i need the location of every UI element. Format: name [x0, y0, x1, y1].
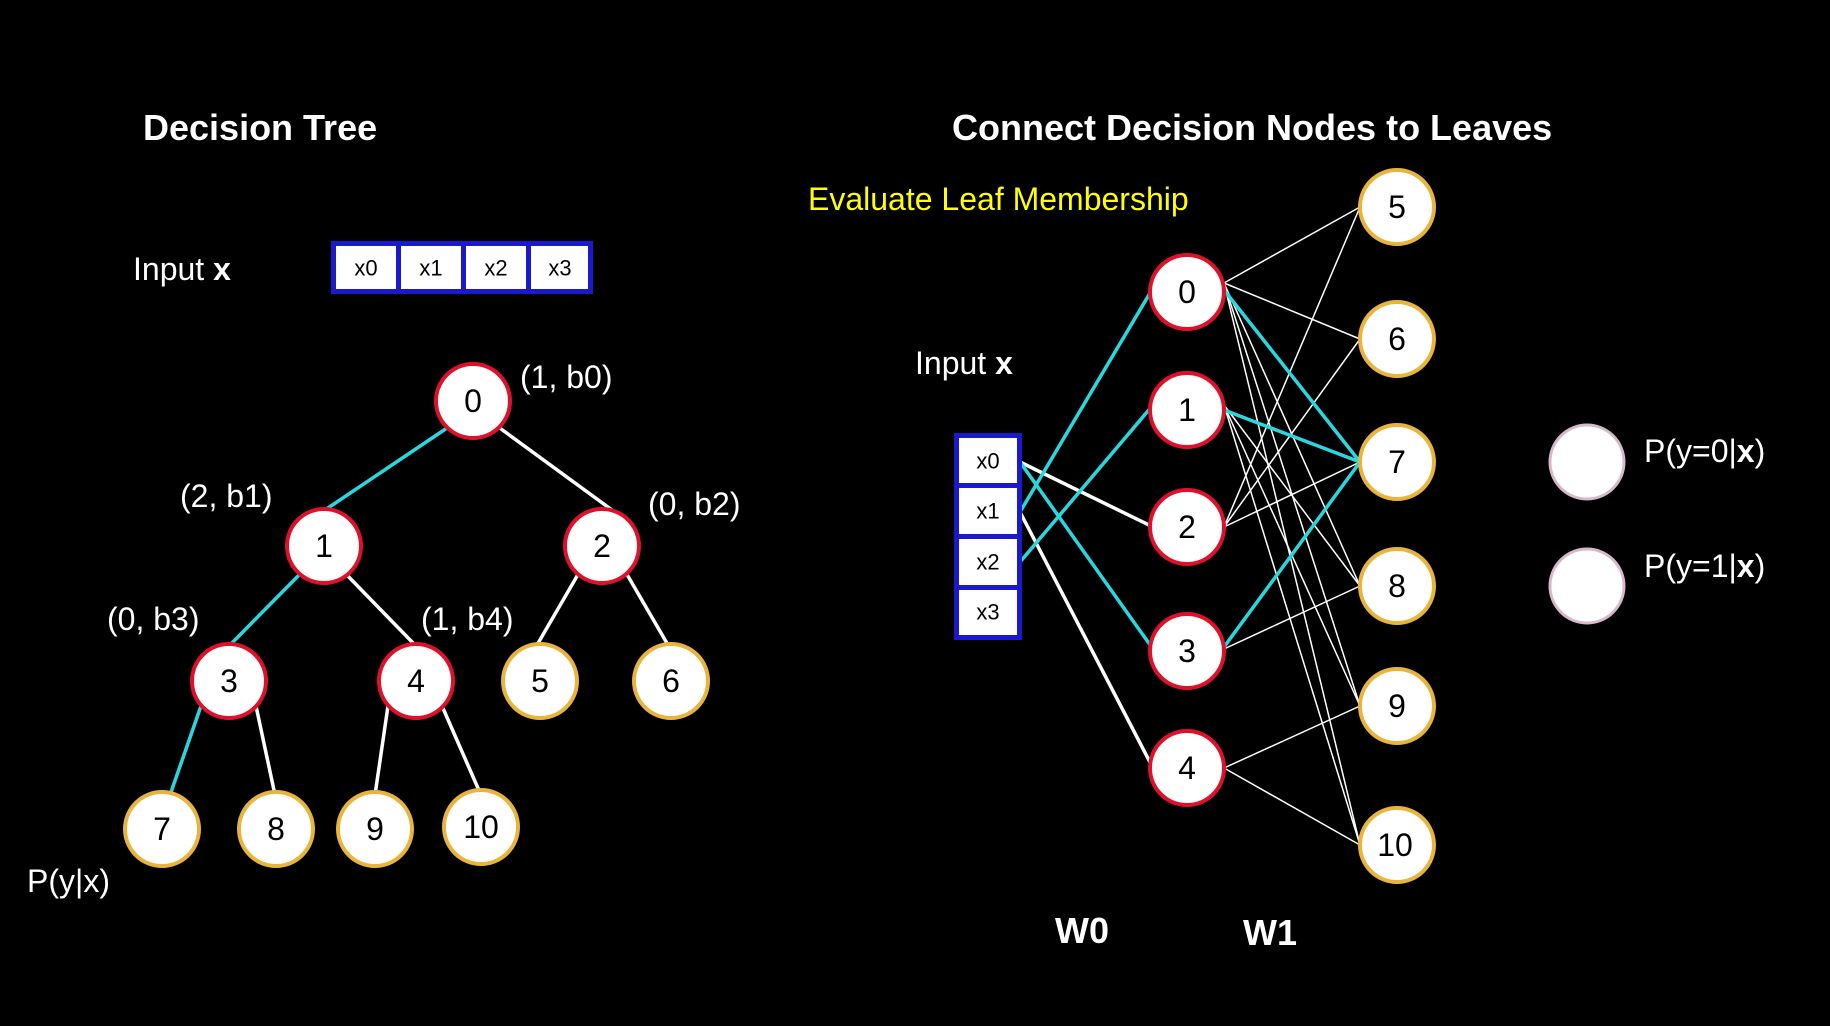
svg-text:7: 7	[1388, 444, 1406, 480]
svg-text:8: 8	[267, 811, 285, 847]
right-input-cell: x1	[976, 499, 999, 524]
tree-node-4-param: (1, b4)	[421, 601, 513, 637]
tree-edge-2-6	[623, 570, 670, 646]
right-title: Connect Decision Nodes to Leaves	[952, 107, 1552, 148]
tree-edge-4-10	[440, 705, 483, 796]
svg-text:4: 4	[1178, 750, 1196, 786]
svg-text:5: 5	[531, 663, 549, 699]
leaf-probability-label: P(y|x)	[27, 863, 110, 899]
right-subtitle: Evaluate Leaf Membership	[808, 181, 1189, 217]
tree-edge-3-8	[254, 705, 277, 796]
tree-edge-4-9	[373, 705, 390, 796]
svg-text:3: 3	[220, 663, 238, 699]
tree-node-0: 0	[434, 362, 512, 440]
tree-edge-2-5	[535, 570, 582, 646]
right-input-vector: x0 x1 x2 x3	[954, 433, 1022, 640]
w1-label: W1	[1243, 912, 1297, 953]
tree-node-0-param: (1, b0)	[520, 359, 612, 395]
svg-text:2: 2	[1178, 509, 1196, 545]
svg-text:9: 9	[366, 811, 384, 847]
tree-node-2-param: (0, b2)	[648, 486, 740, 522]
tree-edges	[168, 424, 670, 796]
legend-item-class-0: P(y=0|x)	[1548, 423, 1765, 501]
right-input-label: Input x	[915, 345, 1013, 381]
tree-node-4: 4	[377, 642, 455, 720]
w1-edges	[1223, 206, 1361, 846]
svg-text:6: 6	[662, 663, 680, 699]
tree-node-1: 1	[285, 507, 363, 585]
left-input-cell: x3	[548, 256, 571, 281]
tree-edge-0-1	[324, 424, 451, 512]
tree-leaf-5: 5	[501, 642, 579, 720]
tree-node-3: 3	[190, 642, 268, 720]
svg-text:6: 6	[1388, 321, 1406, 357]
net-decision-node-2: 2	[1148, 488, 1226, 566]
svg-text:1: 1	[315, 528, 333, 564]
tree-leaf-7: 7	[123, 790, 201, 868]
tree-leaf-10: 10	[442, 788, 520, 866]
tree-edge-1-4	[341, 569, 417, 647]
net-decision-node-1: 1	[1148, 371, 1226, 449]
tree-node-1-param: (2, b1)	[180, 478, 272, 514]
tree-leaf-8: 8	[237, 790, 315, 868]
svg-text:10: 10	[1377, 827, 1413, 863]
svg-text:9: 9	[1388, 688, 1406, 724]
left-input-vector: x0 x1 x2 x3	[331, 241, 593, 294]
svg-text:P(y=0|x): P(y=0|x)	[1644, 433, 1765, 469]
right-input-cell: x2	[976, 550, 999, 575]
svg-text:8: 8	[1388, 568, 1406, 604]
tree-edge-0-2	[495, 424, 614, 512]
svg-text:4: 4	[407, 663, 425, 699]
svg-text:0: 0	[464, 383, 482, 419]
svg-text:0: 0	[1178, 274, 1196, 310]
svg-text:5: 5	[1388, 189, 1406, 225]
net-decision-node-4: 4	[1148, 729, 1226, 807]
tree-leaf-6: 6	[632, 642, 710, 720]
right-input-cell: x3	[976, 600, 999, 625]
legend-item-class-1: P(y=1|x)	[1548, 547, 1765, 625]
net-decision-node-0: 0	[1148, 253, 1226, 331]
net-leaf-node-6: 6	[1358, 300, 1436, 378]
tree-edge-1-3	[228, 569, 305, 647]
svg-text:P(y=1|x): P(y=1|x)	[1644, 548, 1765, 584]
left-input-label: Input x	[133, 251, 231, 287]
svg-text:7: 7	[153, 811, 171, 847]
net-leaf-node-5: 5	[1358, 168, 1436, 246]
svg-text:10: 10	[463, 809, 499, 845]
left-title: Decision Tree	[143, 107, 377, 148]
svg-text:2: 2	[593, 528, 611, 564]
net-leaf-node-7: 7	[1358, 423, 1436, 501]
left-input-cell: x1	[419, 256, 442, 281]
net-decision-node-3: 3	[1148, 612, 1226, 690]
w0-label: W0	[1055, 910, 1109, 951]
w1-active-edges	[1222, 288, 1362, 649]
tree-node-3-param: (0, b3)	[107, 601, 199, 637]
net-leaf-node-9: 9	[1358, 667, 1436, 745]
tree-node-2: 2	[563, 507, 641, 585]
net-leaf-node-8: 8	[1358, 547, 1436, 625]
tree-edge-3-7	[168, 705, 203, 796]
svg-text:1: 1	[1178, 392, 1196, 428]
left-input-cell: x2	[484, 256, 507, 281]
net-leaf-node-10: 10	[1358, 806, 1436, 884]
left-input-cell: x0	[354, 256, 377, 281]
tree-leaf-9: 9	[336, 790, 414, 868]
right-input-cell: x0	[976, 449, 999, 474]
svg-text:3: 3	[1178, 633, 1196, 669]
w0-edges	[1018, 287, 1155, 769]
